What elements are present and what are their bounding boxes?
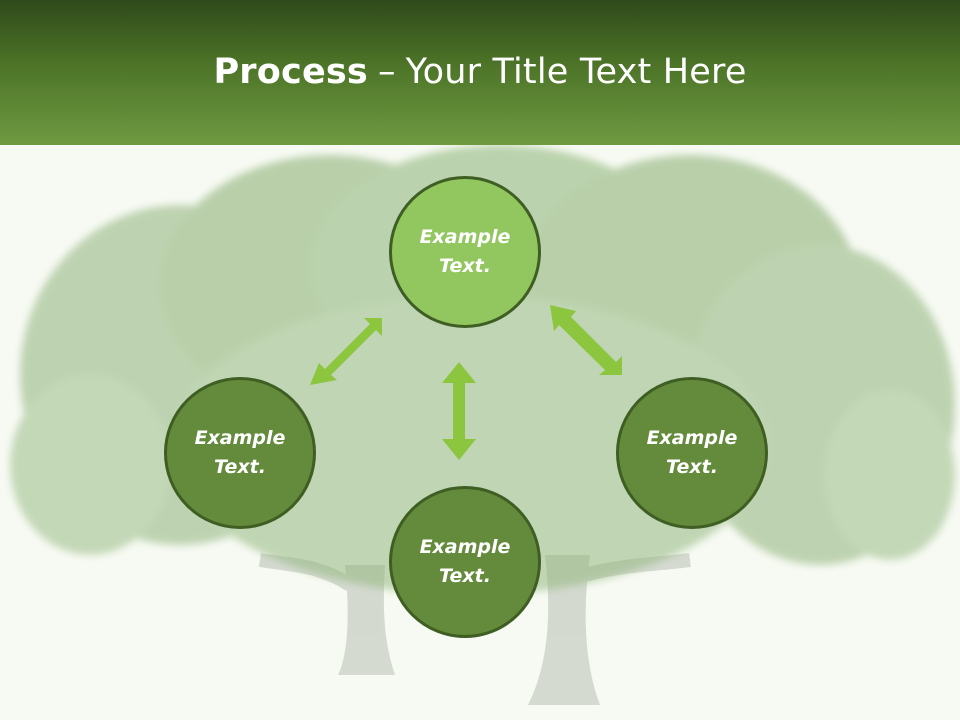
title-bold: Process (213, 52, 368, 92)
title-bar (0, 0, 960, 145)
process-node-top: Example Text. (389, 176, 541, 328)
title-dash: – (377, 52, 396, 92)
process-node-top-label: Example Text. (419, 226, 511, 277)
arrow-top-left (310, 318, 382, 385)
process-node-bottom-label: Example Text. (419, 536, 511, 587)
process-node-bottom: Example Text. (389, 486, 541, 638)
process-node-left-label: Example Text. (194, 427, 286, 478)
process-node-right-label: Example Text. (646, 427, 738, 478)
process-node-right: Example Text. (616, 377, 768, 529)
slide-title: Process–Your Title Text Here (0, 52, 960, 92)
process-node-left: Example Text. (164, 377, 316, 529)
arrow-vertical (442, 362, 476, 460)
arrow-top-right (550, 305, 622, 375)
title-rest: Your Title Text Here (405, 52, 747, 92)
